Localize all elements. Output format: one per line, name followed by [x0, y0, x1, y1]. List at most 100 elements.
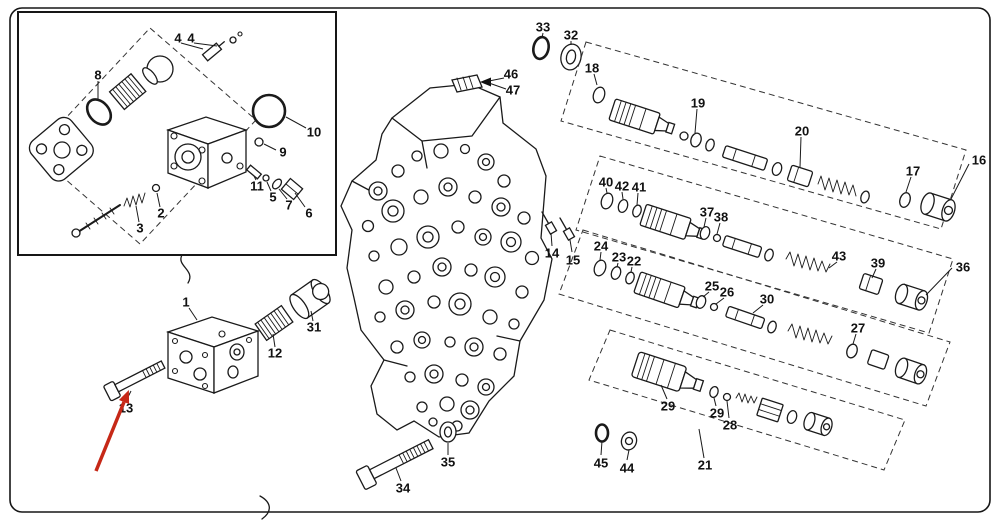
border-curl-mark [259, 495, 270, 520]
leader-line-43 [828, 261, 838, 269]
valve-body-ports [361, 143, 540, 432]
cap-44-drawing [620, 431, 638, 451]
part-callout-44: 44 [620, 461, 635, 476]
valve-section-block-1 [165, 316, 261, 394]
cap-drawing [142, 55, 174, 85]
part-callout-25: 25 [705, 279, 719, 294]
leader-line-30 [752, 304, 764, 314]
part-callout-35: 35 [441, 455, 455, 470]
part-callout-22: 22 [627, 254, 641, 269]
pointer-arrow-shaft [94, 401, 126, 472]
part-callout-2: 2 [157, 206, 164, 221]
part-callout-8: 8 [94, 68, 101, 83]
part-callout-20: 20 [795, 124, 809, 139]
part-callout-38: 38 [714, 210, 728, 225]
part-callout-33: 33 [536, 20, 550, 35]
leader-line-15 [569, 239, 573, 253]
leader-line-6 [294, 192, 306, 208]
part-callout-28: 28 [723, 418, 737, 433]
inset-connector-curve [180, 254, 191, 284]
leader-line-41 [636, 192, 639, 206]
leader-line-31 [310, 310, 314, 322]
tag-arrowhead-icon [480, 77, 491, 87]
leader-line-44 [626, 449, 630, 461]
knurled-nut-drawing [108, 72, 147, 111]
part-callout-23: 23 [612, 250, 626, 265]
part-callout-7: 7 [285, 198, 292, 213]
part-callout-43: 43 [832, 249, 846, 264]
valve-body-drawing [340, 74, 553, 438]
leader-line-28 [726, 400, 730, 419]
leader-line-39 [871, 268, 877, 279]
part-callout-14: 14 [545, 246, 560, 261]
part-callout-1: 1 [182, 295, 189, 310]
part-callout-29: 29 [710, 406, 724, 421]
leader-line-38 [716, 222, 721, 235]
leader-line-25 [702, 291, 710, 298]
bolt-13-drawing [103, 360, 166, 402]
parts-chain-second [575, 155, 954, 334]
part-callout-32: 32 [564, 28, 578, 43]
part-callout-5: 5 [269, 190, 276, 205]
leader-line-11 [253, 175, 257, 181]
inset-detail-view [17, 11, 337, 256]
part-callout-37: 37 [700, 205, 714, 220]
screw-15-drawing [559, 217, 576, 241]
part-callout-16: 16 [972, 153, 986, 168]
part-callout-21: 21 [698, 458, 712, 473]
plug-9-drawing [254, 137, 264, 147]
leader-line-4 [180, 42, 204, 50]
leader-line-21 [698, 428, 705, 459]
leader-line-24 [599, 251, 602, 261]
adjuster-screw-drawing [71, 204, 121, 238]
leader-line-46 [488, 77, 505, 82]
part-callout-26: 26 [720, 285, 734, 300]
leader-line-34 [395, 467, 402, 482]
part-callout-6: 6 [305, 206, 312, 221]
part-callout-46: 46 [504, 67, 518, 82]
nut-6-drawing [280, 177, 304, 201]
part-callout-18: 18 [585, 61, 599, 76]
callout-leader-lines [97, 32, 970, 482]
spring-3-drawing [123, 192, 146, 208]
sleeve-31-drawing [289, 278, 331, 320]
parts-chain-third [558, 229, 951, 407]
leader-line-9 [263, 143, 277, 151]
leader-line-17 [905, 176, 912, 193]
leader-line-27 [852, 333, 857, 345]
leader-line-14 [550, 232, 553, 247]
parts-chain-bottom [588, 329, 906, 471]
part-callout-4: 4 [174, 31, 182, 46]
red-pointer-arrow [94, 389, 130, 472]
leader-line-36 [925, 267, 953, 296]
leader-line-4 [193, 42, 218, 47]
part-callout-40: 40 [599, 175, 613, 190]
leader-line-37 [703, 217, 707, 228]
leader-line-29 [660, 384, 668, 400]
part-callout-30: 30 [760, 292, 774, 307]
part-callout-15: 15 [566, 253, 580, 268]
part-callout-9: 9 [279, 145, 286, 160]
leader-line-45 [600, 440, 603, 456]
leader-line-19 [694, 108, 698, 134]
plug-32-33-drawing [532, 35, 582, 71]
part-callout-17: 17 [906, 164, 920, 179]
part-callout-12: 12 [268, 346, 282, 361]
leader-line-7 [278, 188, 288, 200]
leader-line-23 [616, 262, 619, 268]
leader-line-26 [715, 297, 725, 305]
oring-8-drawing [85, 98, 113, 126]
part-callout-10: 10 [307, 125, 321, 140]
part-callout-29: 29 [661, 399, 675, 414]
body-tag-drawing [451, 74, 483, 93]
leader-line-12 [272, 333, 276, 348]
leader-line-42 [621, 191, 624, 200]
leader-line-5 [266, 181, 272, 192]
part-callout-27: 27 [851, 321, 865, 336]
part-callout-41: 41 [632, 180, 646, 195]
leader-line-40 [605, 187, 608, 194]
leader-line-33 [541, 32, 544, 39]
small-screw-4-drawing [201, 31, 243, 62]
